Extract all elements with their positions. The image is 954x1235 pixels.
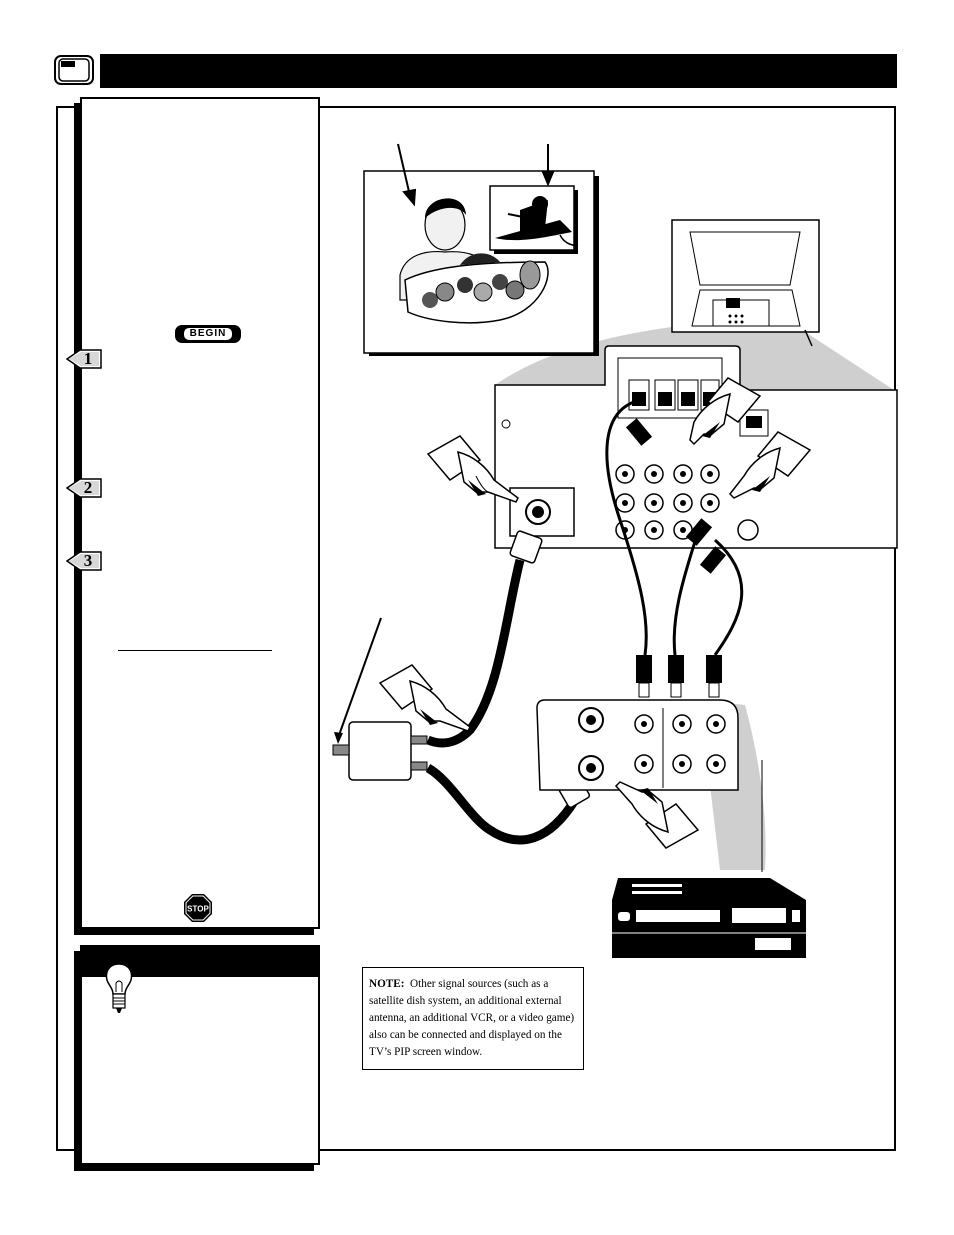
note-box: NOTE: Other signal sources (such as a sa… [362,967,584,1070]
arrow-icon [397,143,555,207]
note-text: Other signal sources (such as a satellit… [369,978,575,1058]
step-1-marker: 1 [66,349,102,369]
rca-plugs [625,418,727,698]
instruction-panel [80,97,320,929]
signal-splitter [332,617,428,781]
step-3-marker: 3 [66,551,102,571]
lightbulb-icon [96,950,142,1020]
vcr-illustration [612,878,806,958]
step-2-number: 2 [83,478,93,497]
main-picture-illustration [399,198,549,324]
stop-label: STOP [187,905,209,914]
step-2-marker: 2 [66,478,102,498]
begin-badge: BEGIN [175,325,241,343]
tv-jack-panel [494,345,898,549]
step-1-number: 1 [83,349,93,368]
hand-pointer-icon [378,377,812,849]
section-divider [118,650,272,651]
header-title-bar [100,54,897,88]
vcr-jack-panel [536,699,739,791]
cables [425,398,744,845]
pip-skier-illustration [495,196,579,247]
tv-rear-illustration [671,219,820,347]
stop-sign-icon: STOP [183,893,213,923]
tv-icon [54,54,94,86]
page-frame [56,106,896,1151]
pip-picture-frame [363,170,599,356]
step-3-number: 3 [83,551,93,570]
note-label: NOTE: [369,978,405,990]
